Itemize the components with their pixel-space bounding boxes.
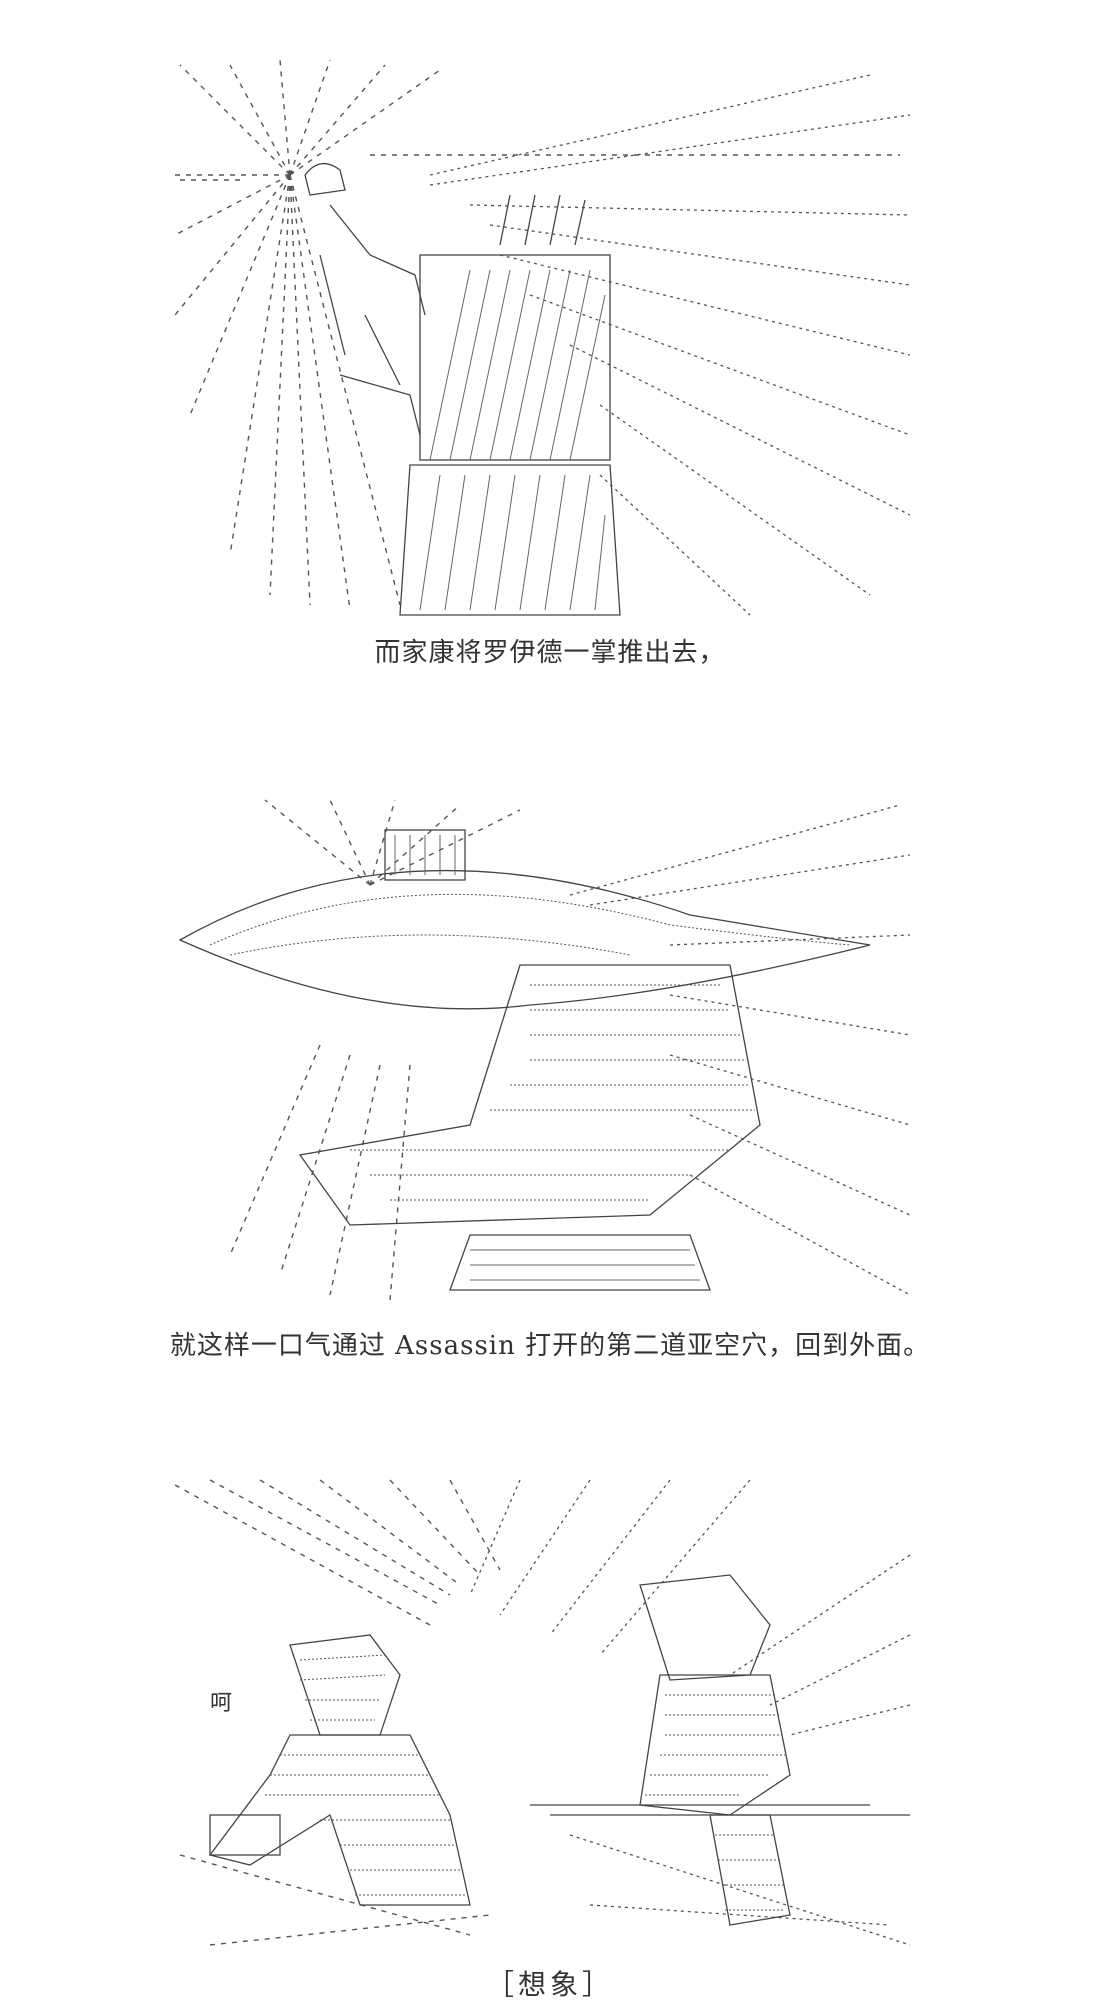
imagined-clash-art: 呵 <box>174 1479 911 1946</box>
caption-second: 就这样一口气通过 Assassin 打开的第二道亚空穴，回到外面。 <box>169 1331 931 1361</box>
subspace-rift <box>178 869 871 1010</box>
armor-hatching <box>419 474 606 611</box>
left-fighter <box>208 1634 471 1906</box>
light-burst-figure-art <box>174 59 911 616</box>
ascii-art-panel-1 <box>170 55 930 620</box>
ascii-art-panel-3: 呵 <box>170 1475 930 1955</box>
bracer-hatching <box>429 269 606 461</box>
caption-first: 而家康将罗伊德一掌推出去， <box>374 638 726 668</box>
right-fighter <box>530 1574 910 1926</box>
figure-head <box>384 829 466 881</box>
light-rays <box>174 59 911 616</box>
ascii-art-panel-2 <box>170 795 930 1305</box>
rift-escape-art <box>178 799 911 1301</box>
armored-mass <box>298 964 761 1291</box>
light-rays <box>229 799 911 1301</box>
caption-third: ［想象］ <box>485 1968 614 2001</box>
figure-silhouette <box>304 163 621 616</box>
sound-effect-text: 呵 <box>210 1691 232 1716</box>
speed-lines <box>174 1479 911 1946</box>
